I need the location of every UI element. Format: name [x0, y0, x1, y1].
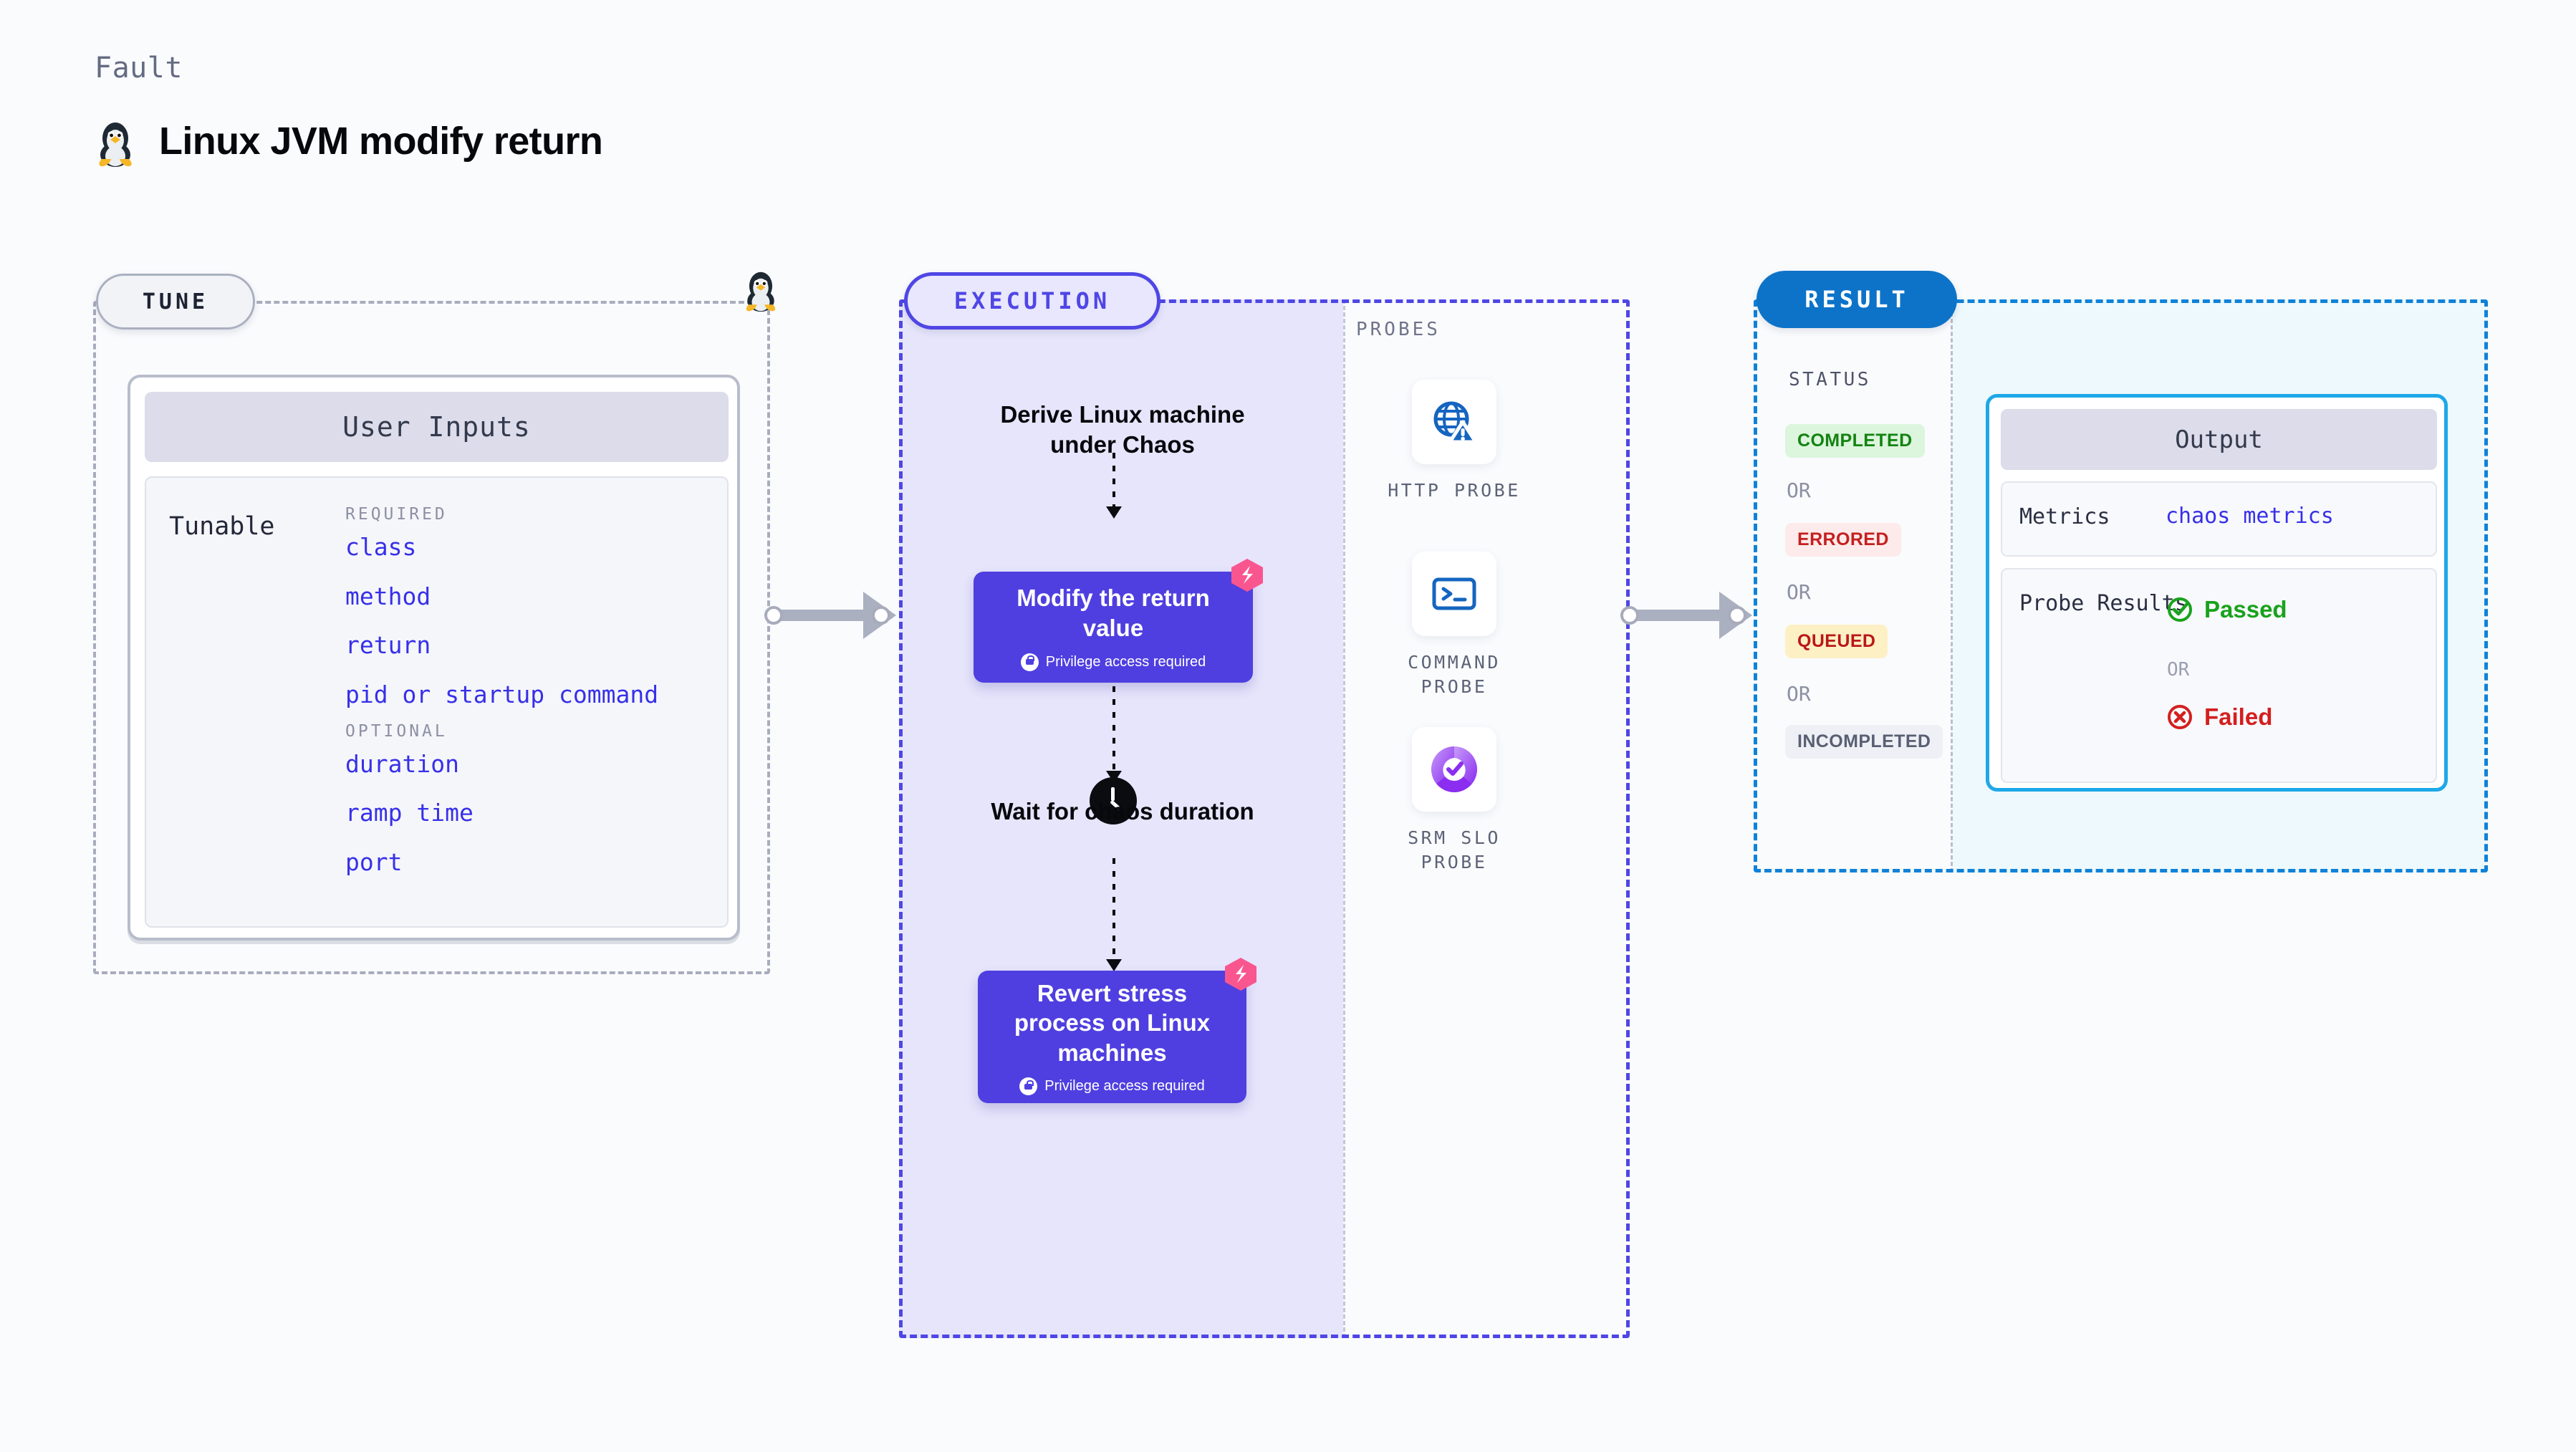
- param-class[interactable]: class: [345, 533, 417, 561]
- tux-penguin-icon: [741, 265, 781, 316]
- tunable-row: Tunable REQUIRED class method return pid…: [145, 476, 729, 928]
- group-title-required: REQUIRED: [345, 505, 448, 524]
- connector-end-dot: [872, 606, 890, 625]
- metrics-key: Metrics: [2019, 504, 2110, 529]
- flow-arrow-3: [1106, 858, 1122, 971]
- group-title-optional: OPTIONAL: [345, 721, 448, 741]
- result-stage-badge[interactable]: RESULT: [1756, 271, 1957, 328]
- output-card: Output Metrics chaos metrics Probe Resul…: [1986, 394, 2448, 792]
- execution-panel-border: [899, 299, 1630, 1338]
- page-kicker: Fault: [95, 52, 183, 85]
- status-badge-queued: QUEUED: [1785, 625, 1888, 658]
- step-card-revert-stress-process[interactable]: Revert stress process on Linux machines …: [978, 958, 1256, 1103]
- globe-warning-icon: [1412, 380, 1496, 464]
- probes-subpanel: [1343, 299, 1630, 1338]
- privilege-note: Privilege access required: [1019, 1077, 1205, 1096]
- user-inputs-card: User Inputs Tunable REQUIRED class metho…: [128, 375, 740, 941]
- result-panel-border: [1754, 299, 2488, 872]
- lock-icon: [1020, 653, 1039, 671]
- privilege-note: Privilege access required: [1020, 653, 1206, 671]
- terminal-icon: [1412, 552, 1496, 636]
- lock-icon: [1019, 1077, 1038, 1096]
- connector-shaft: [1637, 610, 1723, 621]
- connector-execution-to-result: [1620, 592, 1752, 639]
- litmus-chaos-icon: [1229, 556, 1266, 597]
- tunable-label: Tunable: [169, 512, 275, 541]
- passed-label: Passed: [2204, 596, 2287, 622]
- status-column: [1754, 299, 1953, 872]
- status-badge-incompleted: INCOMPLETED: [1785, 725, 1943, 759]
- output-header: Output: [2001, 409, 2437, 470]
- connector-end-dot: [1728, 606, 1746, 625]
- privilege-note-label: Privilege access required: [1044, 1078, 1205, 1095]
- probe-results-key: Probe Results: [2019, 591, 2188, 616]
- metrics-value-link[interactable]: chaos metrics: [2166, 504, 2334, 529]
- litmus-chaos-icon: [1222, 955, 1259, 996]
- card-title: Revert stress process on Linux machines: [1014, 979, 1211, 1066]
- probes-title: PROBES: [1356, 319, 1441, 340]
- connector-shaft: [781, 610, 867, 621]
- probe-result-or: OR: [2167, 659, 2190, 681]
- flow-arrow-2: [1106, 686, 1122, 783]
- output-row-metrics: Metrics chaos metrics: [2001, 481, 2437, 557]
- probe-command[interactable]: COMMAND PROBE: [1368, 552, 1540, 699]
- connector-start-dot: [1620, 606, 1639, 625]
- check-circle-icon: [2168, 597, 2192, 622]
- connector-tune-to-execution: [764, 592, 896, 639]
- probe-label: HTTP PROBE: [1388, 480, 1521, 501]
- output-row-probe-results: Probe Results Passed OR Failed: [2001, 568, 2437, 783]
- x-circle-icon: [2168, 705, 2192, 729]
- page-title: Linux JVM modify return: [159, 120, 603, 163]
- tune-panel-border: [93, 301, 770, 974]
- privilege-note-label: Privilege access required: [1045, 653, 1206, 670]
- page-title-row: Linux JVM modify return: [93, 115, 603, 168]
- param-ramp-time[interactable]: ramp time: [345, 799, 474, 827]
- probe-result-passed: Passed: [2166, 595, 2287, 624]
- tux-penguin-icon: [93, 115, 138, 168]
- clock-icon: [1090, 777, 1137, 824]
- execution-stage-badge[interactable]: EXECUTION: [904, 272, 1160, 330]
- tune-stage-badge[interactable]: TUNE: [96, 274, 255, 330]
- tunable-param-list: REQUIRED class method return pid or star…: [345, 505, 718, 899]
- probe-result-failed: Failed: [2166, 703, 2272, 731]
- step-wait-for-chaos-duration: Wait for chaos duration: [991, 798, 1254, 824]
- connector-start-dot: [764, 606, 783, 625]
- probe-label: COMMAND PROBE: [1408, 652, 1501, 697]
- param-duration[interactable]: duration: [345, 749, 459, 778]
- execution-panel: [899, 299, 1630, 1338]
- probe-http[interactable]: HTTP PROBE: [1368, 380, 1540, 503]
- slo-donut-check-icon: [1412, 727, 1496, 812]
- probe-srm-slo[interactable]: SRM SLO PROBE: [1368, 727, 1540, 875]
- card-title: Modify the return value: [1017, 585, 1210, 641]
- user-inputs-header: User Inputs: [145, 392, 729, 462]
- step-card-modify-return-value[interactable]: Modify the return value Privilege access…: [974, 559, 1263, 683]
- param-method[interactable]: method: [345, 582, 431, 610]
- status-badge-errored: ERRORED: [1785, 523, 1901, 557]
- failed-label: Failed: [2204, 703, 2273, 730]
- probe-label: SRM SLO PROBE: [1408, 827, 1501, 872]
- status-title: STATUS: [1789, 369, 1871, 390]
- status-or-3: OR: [1787, 682, 1811, 706]
- status-or-1: OR: [1787, 479, 1811, 502]
- status-badge-completed: COMPLETED: [1785, 424, 1925, 458]
- status-or-2: OR: [1787, 580, 1811, 604]
- param-port[interactable]: port: [345, 847, 403, 876]
- flow-arrow-1: [1106, 453, 1122, 519]
- param-return[interactable]: return: [345, 631, 431, 660]
- step-derive-linux-machine: Derive Linux machine under Chaos: [1000, 401, 1245, 458]
- tune-panel: [93, 301, 770, 974]
- param-pid-or-startup-command[interactable]: pid or startup command: [345, 680, 659, 708]
